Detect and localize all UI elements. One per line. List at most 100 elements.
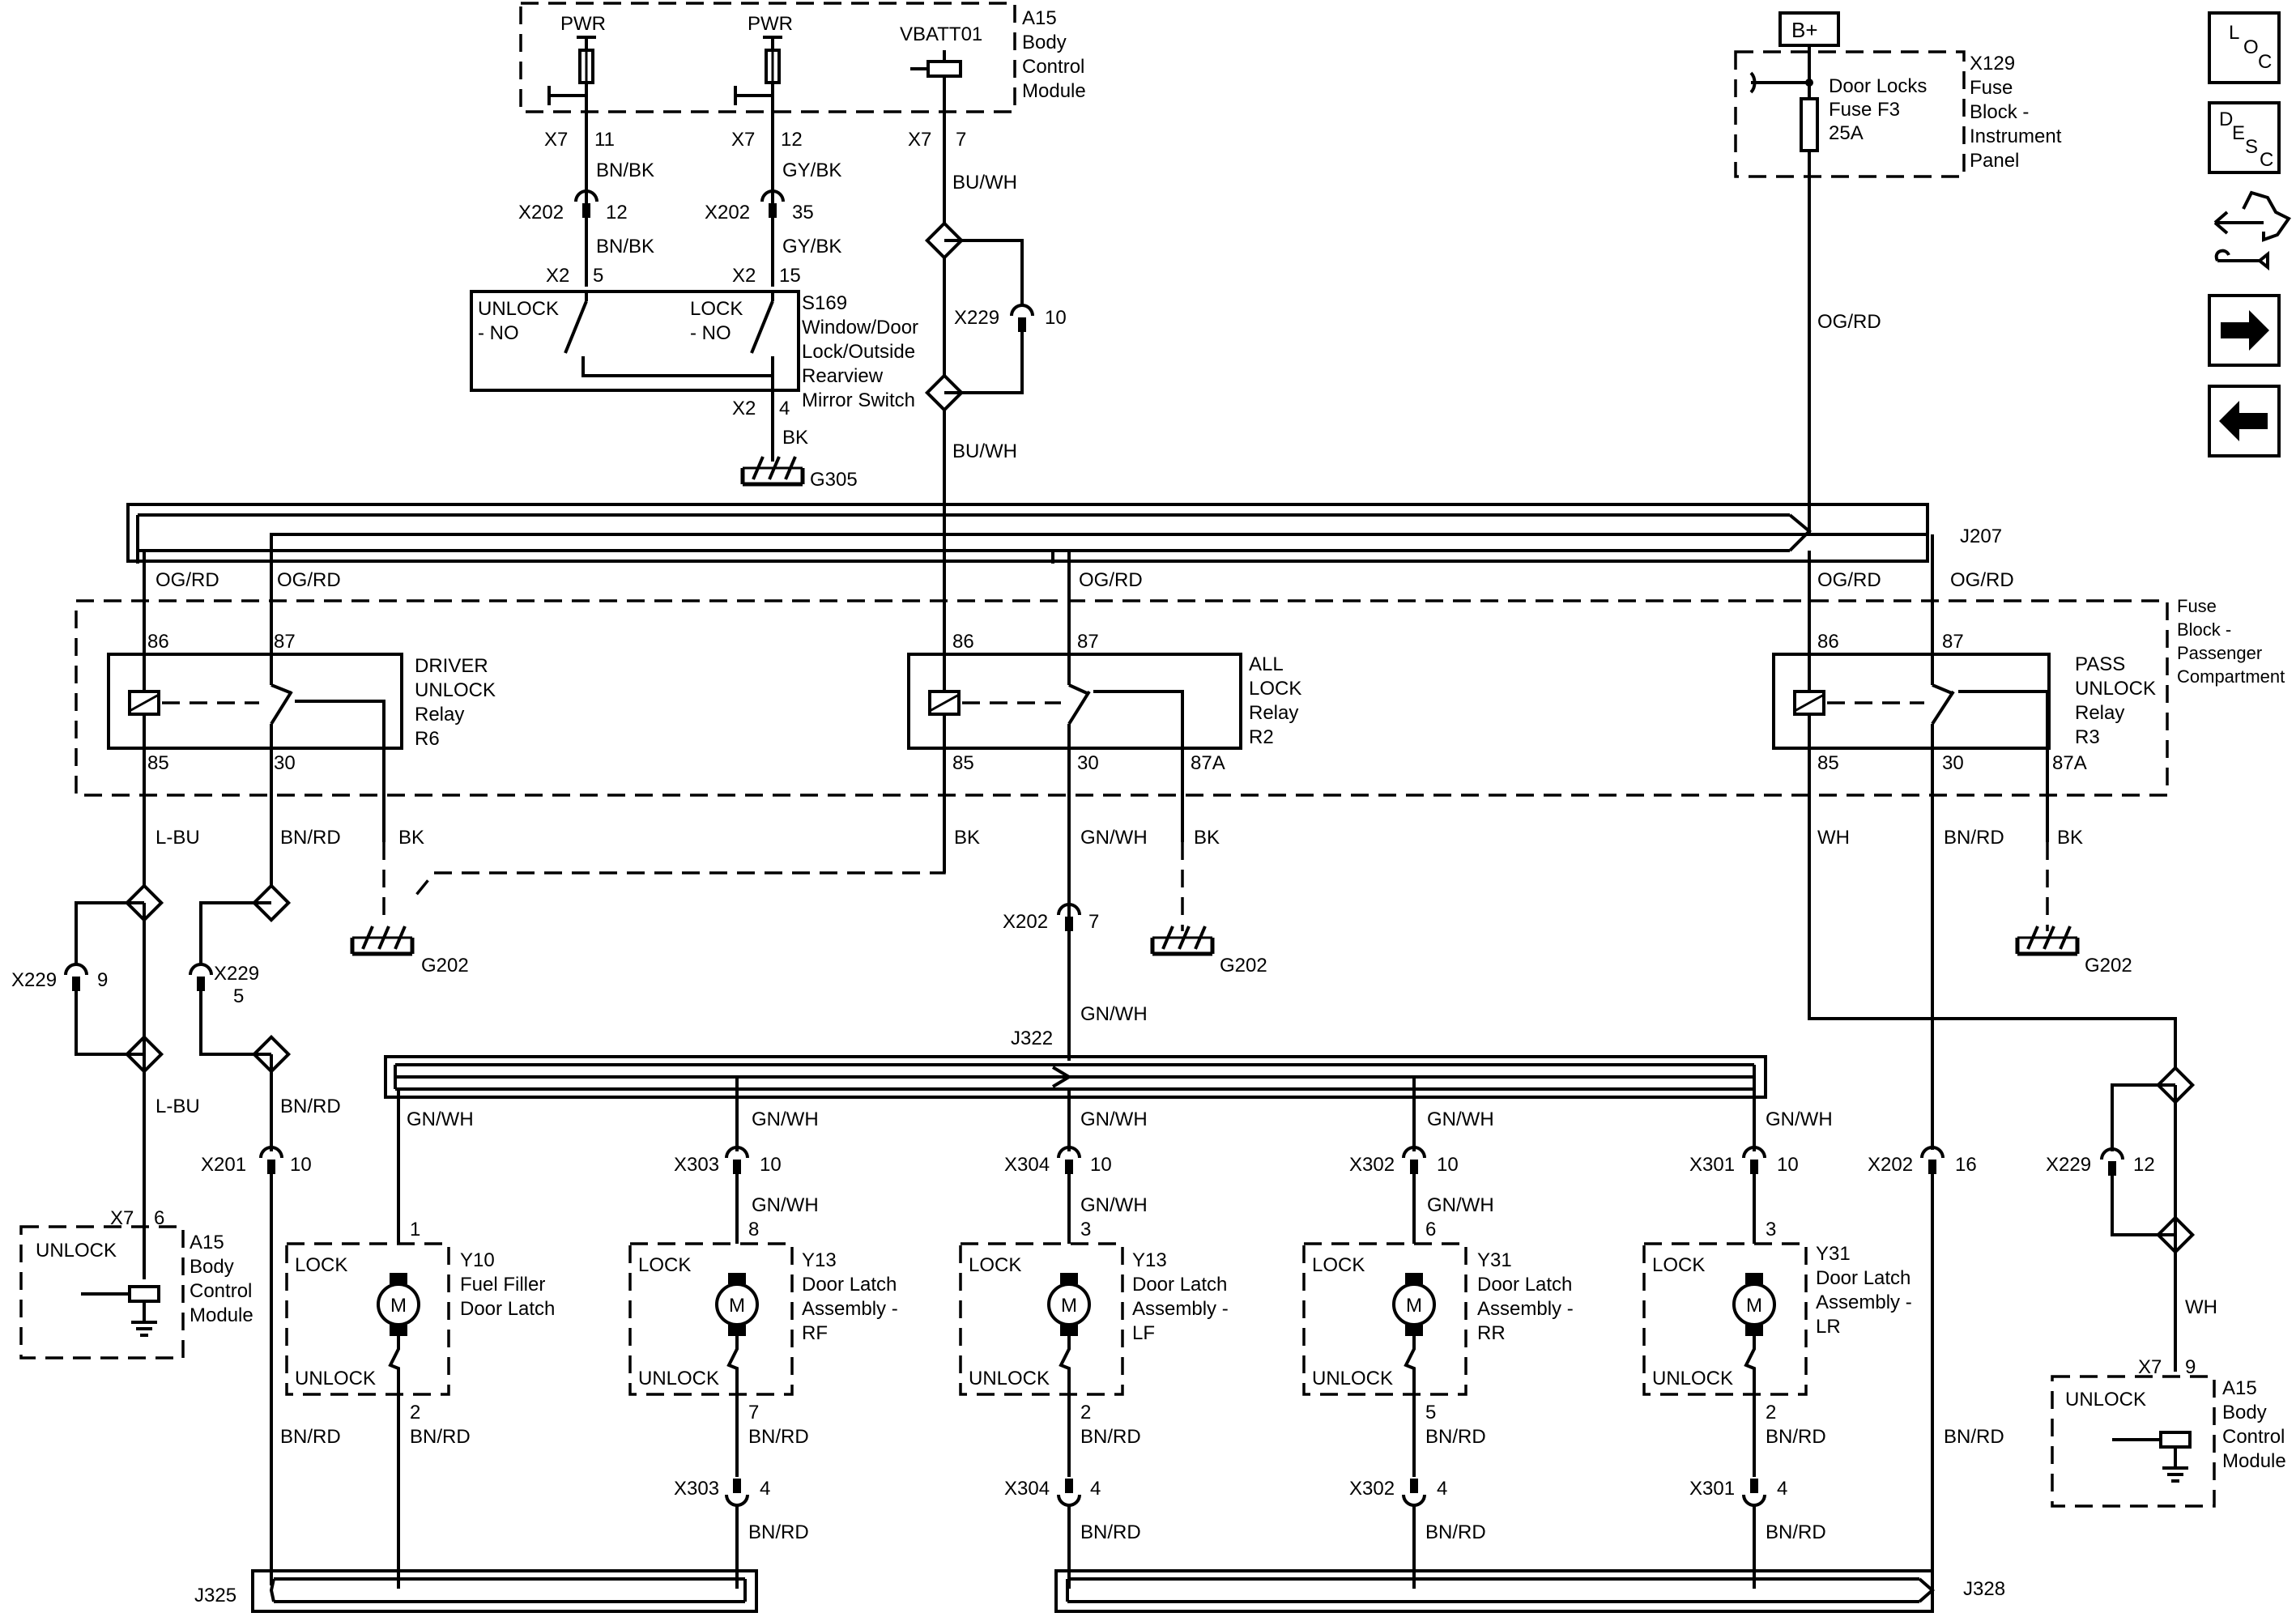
svg-text:Assembly -: Assembly -	[802, 1298, 898, 1320]
svg-text:G202: G202	[2085, 955, 2132, 977]
svg-text:X202: X202	[1003, 911, 1048, 933]
svg-text:X303: X303	[674, 1154, 719, 1176]
loc-button[interactable]: L O C	[2208, 11, 2281, 84]
svg-text:BN/RD: BN/RD	[280, 1096, 341, 1117]
svg-text:BN/RD: BN/RD	[1080, 1521, 1141, 1543]
svg-text:GN/WH: GN/WH	[752, 1194, 819, 1216]
svg-text:BN/RD: BN/RD	[1766, 1426, 1826, 1448]
svg-text:X302: X302	[1349, 1154, 1395, 1176]
actuator-fuel-filler: LOCK UNLOCK 1 2 M Y10 Fuel Filler Door L…	[285, 1219, 555, 1423]
svg-text:Door Latch: Door Latch	[802, 1274, 897, 1296]
actuator-rf-latch: LOCK UNLOCK 8 7 M Y13 Door Latch Assembl…	[628, 1219, 898, 1423]
svg-text:BN/RD: BN/RD	[280, 1426, 341, 1448]
svg-text:X301: X301	[1689, 1478, 1735, 1500]
svg-text:X202: X202	[705, 202, 750, 223]
next-page-button[interactable]	[2208, 294, 2281, 367]
svg-text:LOCK: LOCK	[1249, 678, 1301, 700]
svg-text:85: 85	[952, 752, 974, 774]
svg-text:Relay: Relay	[2075, 702, 2124, 724]
svg-text:X304: X304	[1004, 1478, 1050, 1500]
svg-text:2: 2	[410, 1402, 420, 1423]
svg-text:X229: X229	[11, 969, 57, 991]
svg-text:2: 2	[1080, 1402, 1091, 1423]
svg-text:X7: X7	[544, 129, 568, 151]
svg-text:X7: X7	[110, 1207, 134, 1229]
svg-text:X2: X2	[732, 398, 756, 419]
svg-text:J328: J328	[1963, 1578, 2005, 1600]
svg-text:87A: 87A	[1191, 752, 1225, 774]
svg-text:9: 9	[2185, 1356, 2196, 1378]
svg-text:87: 87	[1077, 631, 1099, 653]
svg-text:BN/RD: BN/RD	[1425, 1426, 1486, 1448]
left-bcm-module: X7 6 UNLOCK A15 Body Control Module	[19, 1207, 253, 1360]
svg-text:GN/WH: GN/WH	[1427, 1108, 1494, 1130]
svg-text:L: L	[2229, 22, 2239, 44]
svg-text:87: 87	[1942, 631, 1964, 653]
ground-circuits: G202 G202 G202	[352, 842, 2132, 977]
svg-text:7: 7	[748, 1402, 759, 1423]
s169-switch: UNLOCK - NO LOCK - NO S169 Window/Door L…	[470, 290, 918, 491]
svg-text:WH: WH	[1817, 827, 1850, 849]
svg-text:GN/WH: GN/WH	[407, 1108, 474, 1130]
svg-text:35: 35	[792, 202, 814, 223]
svg-text:Y31: Y31	[1477, 1249, 1512, 1271]
svg-text:86: 86	[147, 631, 169, 653]
connector-view-icon[interactable]	[2213, 190, 2291, 271]
svg-text:OG/RD: OG/RD	[1817, 311, 1881, 333]
svg-text:12: 12	[781, 129, 803, 151]
svg-text:UNLOCK: UNLOCK	[1652, 1368, 1733, 1389]
svg-text:X202: X202	[518, 202, 564, 223]
svg-text:Fuse: Fuse	[1970, 77, 2013, 99]
svg-text:UNLOCK: UNLOCK	[638, 1368, 719, 1389]
svg-text:DRIVER: DRIVER	[415, 655, 488, 677]
svg-text:X7: X7	[731, 129, 755, 151]
svg-text:X229: X229	[214, 963, 259, 985]
svg-text:RR: RR	[1477, 1322, 1506, 1344]
svg-text:RF: RF	[802, 1322, 828, 1344]
svg-text:C: C	[2260, 149, 2273, 171]
svg-text:BN/BK: BN/BK	[596, 160, 654, 181]
svg-text:1: 1	[410, 1219, 420, 1240]
svg-text:Y31: Y31	[1816, 1243, 1851, 1265]
svg-text:4: 4	[1090, 1478, 1101, 1500]
svg-text:3: 3	[1080, 1219, 1091, 1240]
svg-text:Instrument: Instrument	[1970, 126, 2062, 147]
svg-text:BN/RD: BN/RD	[280, 827, 341, 849]
svg-text:X2: X2	[732, 265, 756, 287]
svg-text:GN/WH: GN/WH	[1766, 1108, 1833, 1130]
svg-text:GN/WH: GN/WH	[1080, 1194, 1148, 1216]
svg-text:Assembly -: Assembly -	[1477, 1298, 1574, 1320]
svg-text:L-BU: L-BU	[155, 827, 200, 849]
svg-text:X301: X301	[1689, 1154, 1735, 1176]
svg-text:UNLOCK: UNLOCK	[415, 679, 496, 701]
svg-text:X7: X7	[908, 129, 931, 151]
svg-text:UNLOCK: UNLOCK	[36, 1240, 117, 1262]
svg-text:6: 6	[154, 1207, 164, 1229]
svg-text:GY/BK: GY/BK	[782, 236, 841, 257]
svg-text:E: E	[2232, 122, 2245, 144]
svg-text:GN/WH: GN/WH	[1080, 1003, 1148, 1025]
svg-text:X201: X201	[201, 1154, 246, 1176]
svg-text:BK: BK	[954, 827, 980, 849]
svg-text:2: 2	[1766, 1402, 1776, 1423]
svg-text:X302: X302	[1349, 1478, 1395, 1500]
svg-text:Door Latch: Door Latch	[1816, 1267, 1910, 1289]
svg-text:BN/RD: BN/RD	[1425, 1521, 1486, 1543]
lock-feeds: GN/WH GN/WH GN/WH GN/WH GN/WH X303 10 X3…	[397, 1077, 1833, 1244]
svg-text:GY/BK: GY/BK	[782, 160, 841, 181]
svg-text:87A: 87A	[2052, 752, 2087, 774]
svg-text:10: 10	[290, 1154, 312, 1176]
svg-text:BN/RD: BN/RD	[1080, 1426, 1141, 1448]
splice-j207: J207	[126, 503, 2002, 564]
svg-text:Module: Module	[190, 1304, 253, 1326]
svg-text:A15: A15	[2222, 1377, 2257, 1399]
actuator-lr-latch: LOCK UNLOCK 3 2 M Y31 Door Latch Assembl…	[1642, 1219, 1912, 1423]
svg-text:X303: X303	[674, 1478, 719, 1500]
svg-text:9: 9	[97, 969, 108, 991]
svg-text:30: 30	[1942, 752, 1964, 774]
svg-text:R3: R3	[2075, 726, 2100, 748]
svg-text:LR: LR	[1816, 1316, 1841, 1338]
desc-button[interactable]: D E S C	[2208, 101, 2281, 174]
svg-text:J207: J207	[1960, 526, 2002, 547]
previous-page-button[interactable]	[2208, 385, 2281, 457]
